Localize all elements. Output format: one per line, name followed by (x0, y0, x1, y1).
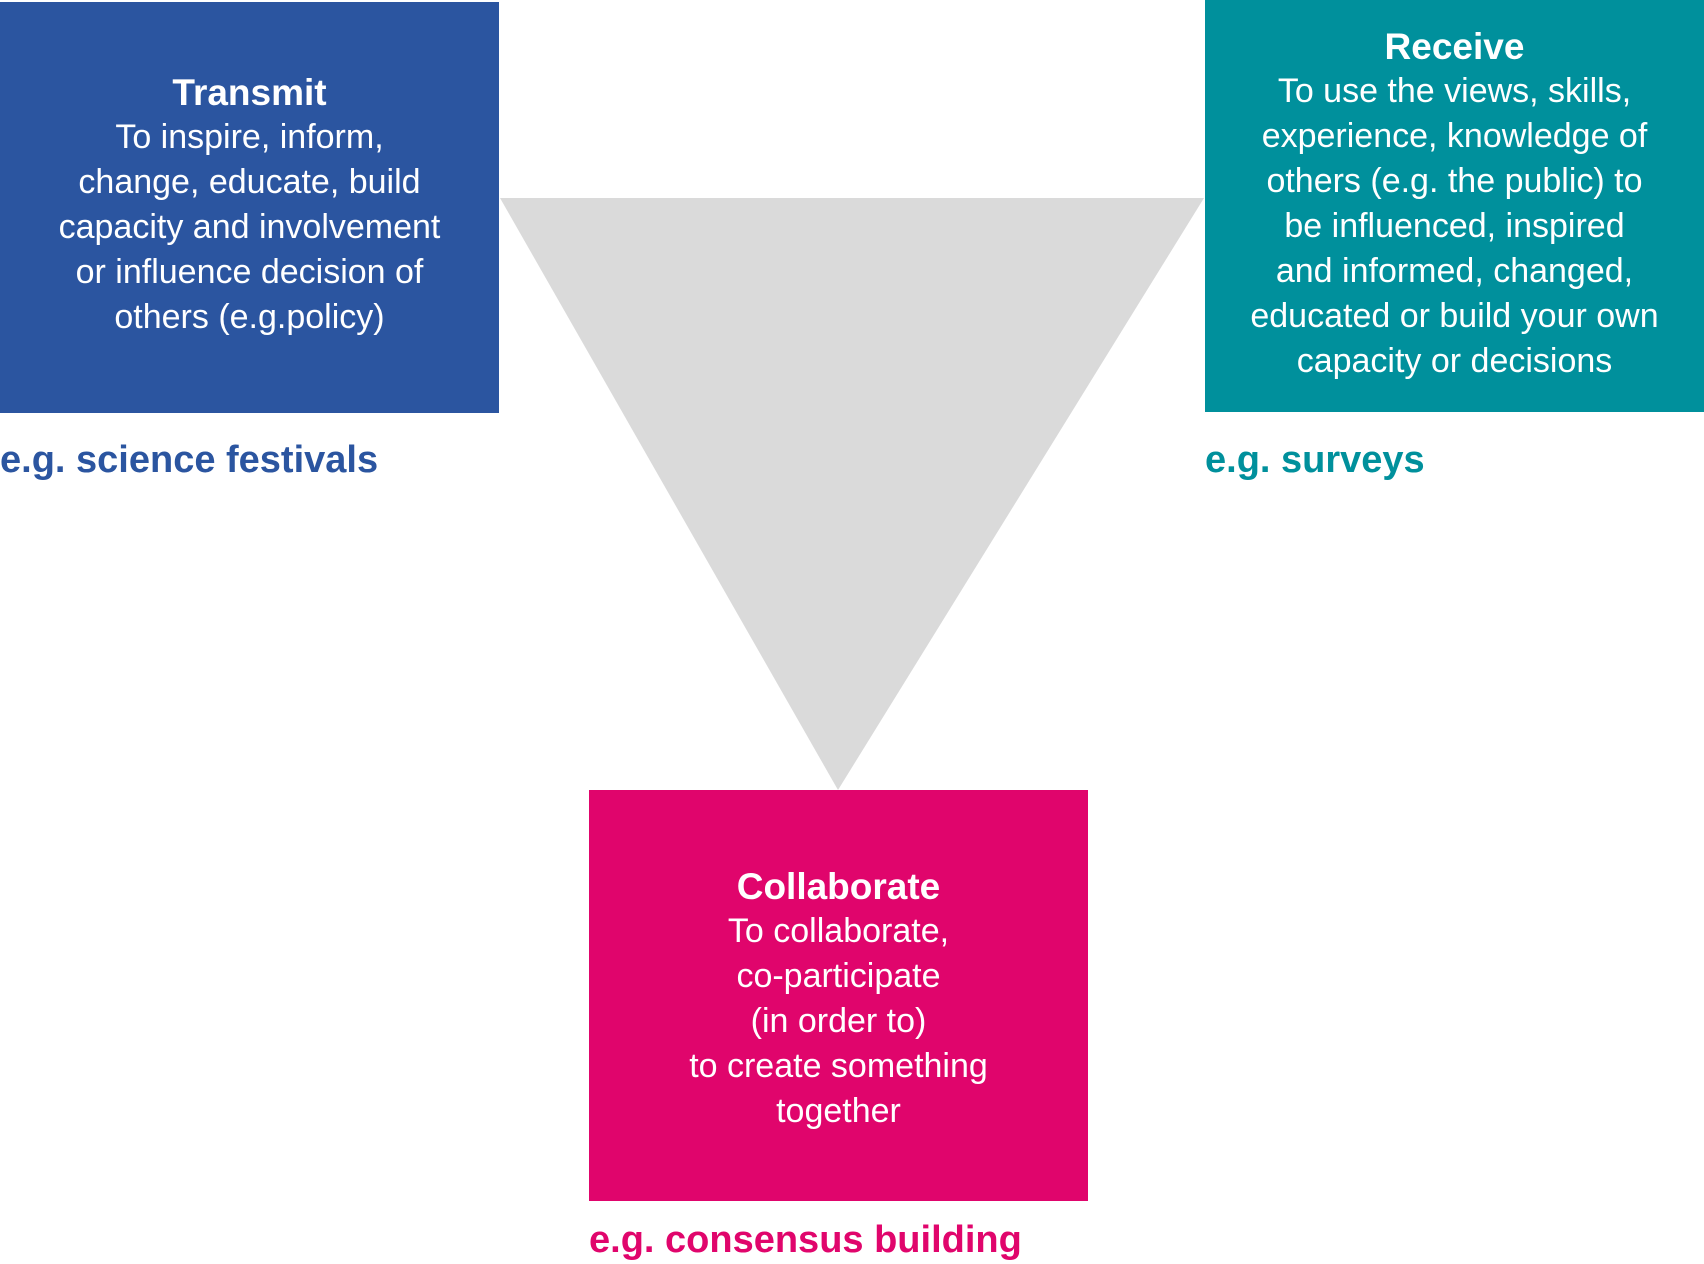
collaborate-box: Collaborate To collaborate, co-participa… (589, 790, 1088, 1201)
receive-example: e.g. surveys (1205, 439, 1425, 481)
collaborate-description: To collaborate, co-participate (in order… (689, 912, 988, 1130)
transmit-example: e.g. science festivals (0, 439, 379, 481)
transmit-box: Transmit To inspire, inform, change, edu… (0, 2, 499, 413)
receive-title: Receive (1384, 26, 1525, 67)
collaborate-title: Collaborate (736, 866, 941, 907)
collaborate-example: e.g. consensus building (589, 1219, 1022, 1261)
transmit-title: Transmit (172, 72, 327, 113)
central-triangle (500, 198, 1204, 790)
receive-box: Receive To use the views, skills, experi… (1205, 0, 1704, 412)
receive-description: To use the views, skills, experience, kn… (1250, 72, 1659, 380)
transmit-description: To inspire, inform, change, educate, bui… (58, 118, 441, 336)
